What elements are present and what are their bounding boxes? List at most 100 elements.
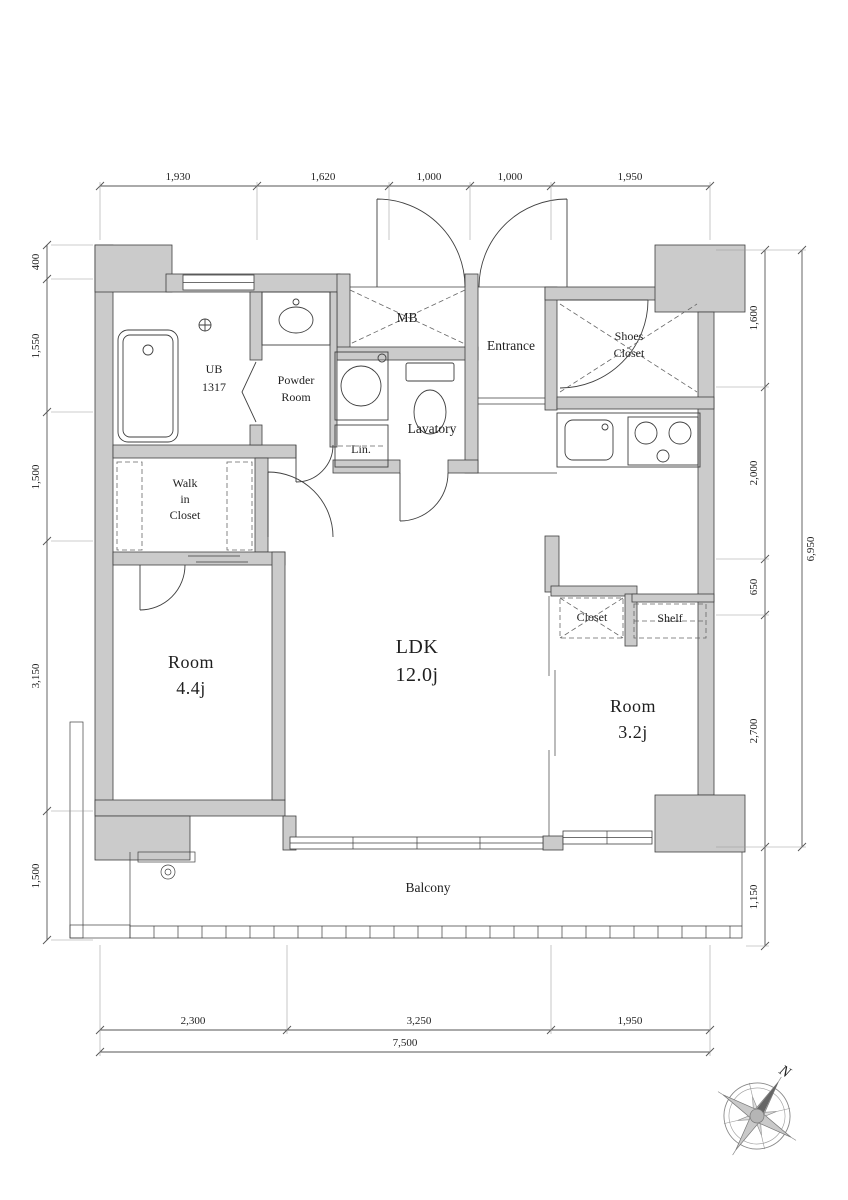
dim-right-lower: 1,150 xyxy=(748,884,760,909)
shoes-dashed-cross xyxy=(559,303,698,393)
lavatory-door-swing xyxy=(399,472,449,522)
compass-north-label: N xyxy=(775,1062,794,1082)
outline-lines xyxy=(69,286,743,939)
wall-bottomleft-block xyxy=(94,815,191,861)
dim-right: 1,600 2,000 650 2,700 1,150 6,950 xyxy=(716,245,817,951)
label-lavatory: Lavatory xyxy=(408,421,457,436)
wall-entrance-left xyxy=(464,273,479,474)
bathtub xyxy=(117,329,179,443)
wall-room44-bottom xyxy=(94,799,286,817)
wall-topright-block xyxy=(654,244,746,313)
wall-lin-bottom xyxy=(332,459,401,474)
wall-room44-right xyxy=(271,551,286,801)
dim-left-3: 3,150 xyxy=(30,663,42,688)
wall-room44-top xyxy=(112,551,286,566)
powder-faucet-icon xyxy=(292,298,300,306)
dim-top-3: 1,000 xyxy=(498,171,523,183)
dim-left-4: 1,500 xyxy=(30,863,42,888)
powder-door-swing xyxy=(295,444,334,483)
dim-bottom-witness xyxy=(99,945,711,1056)
toilet-bowl-icon xyxy=(413,389,447,435)
powder-basin-icon xyxy=(278,306,314,334)
label-ldk-1: LDK xyxy=(396,636,439,658)
wall-topleft-block xyxy=(94,244,173,293)
fixtures xyxy=(117,291,701,468)
bathtub-drain-icon xyxy=(142,344,154,356)
dim-right-0: 1,600 xyxy=(748,305,760,330)
entrance-door-swing xyxy=(478,198,568,288)
washer-pan xyxy=(334,351,389,421)
ldk-window-mullions xyxy=(352,837,481,849)
wall-right xyxy=(697,311,715,796)
stove-unit xyxy=(627,416,699,466)
washer-drain-icon xyxy=(377,353,387,363)
label-wic-3: Closet xyxy=(170,508,201,522)
wall-ub-powder-bottom xyxy=(112,444,297,459)
wic-pipe-right xyxy=(226,461,253,551)
label-shelf: Shelf xyxy=(657,611,682,625)
label-wic-2: in xyxy=(180,492,189,506)
label-shoes-closet-1: Shoes xyxy=(615,329,644,343)
stove-burner-small-icon xyxy=(656,449,670,463)
label-room44-2: 4.4j xyxy=(176,678,206,698)
balcony-ac-platform xyxy=(137,851,196,863)
label-room32-1: Room xyxy=(610,696,656,716)
stove-burner-left-icon xyxy=(634,421,658,445)
dim-right-1: 2,000 xyxy=(748,460,760,485)
dim-left: 400 1,550 1,500 3,150 1,500 xyxy=(30,240,93,945)
shoes-closet-door-swing xyxy=(559,299,649,389)
compass: N xyxy=(717,1062,797,1156)
wall-powder-right xyxy=(329,291,338,448)
wall-entrance-right xyxy=(544,286,558,411)
bathtub-inner xyxy=(122,334,174,438)
compass-hub xyxy=(749,1108,765,1124)
wic-pipe-left xyxy=(116,461,143,551)
bath-fan-cross-icon xyxy=(199,319,211,331)
ldk-door-swing xyxy=(267,471,334,538)
dim-top-2: 1,000 xyxy=(417,171,442,183)
label-mb: MB xyxy=(396,310,417,325)
door-swings xyxy=(139,198,649,611)
dim-right-witness xyxy=(716,249,806,947)
wall-partition-stub xyxy=(544,535,560,593)
label-powder-1: Powder xyxy=(278,373,315,387)
dim-top-0: 1,930 xyxy=(166,171,191,183)
washer-icon xyxy=(340,365,382,407)
room44-sliding-door xyxy=(188,555,248,563)
storage-dashes xyxy=(116,289,707,639)
label-ub-2: 1317 xyxy=(202,380,226,394)
dim-bottom-2: 1,950 xyxy=(618,1015,643,1027)
dim-bottom-0: 2,300 xyxy=(181,1015,206,1027)
wall-shelf-top xyxy=(631,593,715,603)
dim-right-3: 2,700 xyxy=(748,718,760,743)
dim-bottom-total: 7,500 xyxy=(393,1037,418,1049)
wic-door-swing xyxy=(139,564,186,611)
label-shoes-closet-2: Closet xyxy=(614,346,645,360)
balcony-drain-outer xyxy=(160,864,176,880)
label-wic-1: Walk xyxy=(172,476,197,490)
powder-counter xyxy=(261,291,331,346)
closet-dashed-box xyxy=(559,597,624,639)
balcony-left-partition xyxy=(69,721,84,939)
dim-left-0: 400 xyxy=(30,253,42,270)
wall-bottomright-block xyxy=(654,794,746,853)
closet-dashed-cross xyxy=(559,597,624,639)
dim-bottom-1: 3,250 xyxy=(407,1015,432,1027)
bath-folding-door xyxy=(241,361,257,423)
wall-shoes-bottom xyxy=(556,396,715,410)
sliding-partition xyxy=(548,596,556,836)
wall-segments xyxy=(94,244,746,861)
label-room44-1: Room xyxy=(168,652,214,672)
kitchen-sink-icon xyxy=(564,419,614,461)
wall-window-stub xyxy=(542,835,564,851)
dim-left-ticks xyxy=(42,240,52,945)
wall-ub-right-upper xyxy=(249,291,263,361)
dim-top: 1,930 1,620 1,000 1,000 1,950 xyxy=(95,171,715,240)
dim-bottom: 2,300 3,250 1,950 7,500 xyxy=(95,945,715,1057)
windows xyxy=(182,274,653,850)
dim-top-4: 1,950 xyxy=(618,171,643,183)
balcony-left-ledge xyxy=(69,924,131,939)
dim-left-witness xyxy=(51,244,93,941)
